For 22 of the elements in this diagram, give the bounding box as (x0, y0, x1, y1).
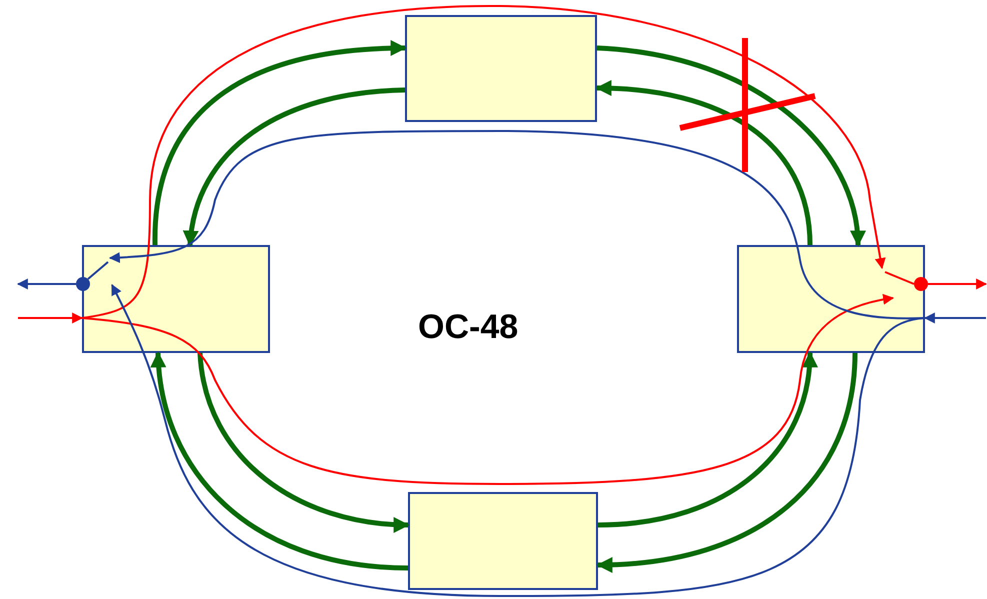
arrow (82, 294, 894, 485)
arrow (598, 351, 817, 528)
node-box (408, 492, 598, 590)
arrow (82, 5, 886, 319)
switch-dot (76, 277, 90, 291)
arrow (928, 278, 987, 290)
arrow (152, 40, 407, 246)
arrow (111, 284, 926, 597)
node-box (737, 245, 925, 353)
node-box (82, 245, 270, 353)
arrow (18, 312, 84, 324)
arrow (151, 351, 408, 570)
arrow (596, 352, 858, 572)
node-box (405, 15, 597, 122)
arrow (16, 278, 76, 290)
arrow (924, 312, 986, 324)
ring-label: OC-48 (418, 308, 518, 347)
arrow (184, 88, 406, 247)
arrow (596, 46, 865, 247)
arrow (198, 352, 410, 532)
arrow (595, 80, 812, 246)
switch-dot (914, 277, 928, 291)
